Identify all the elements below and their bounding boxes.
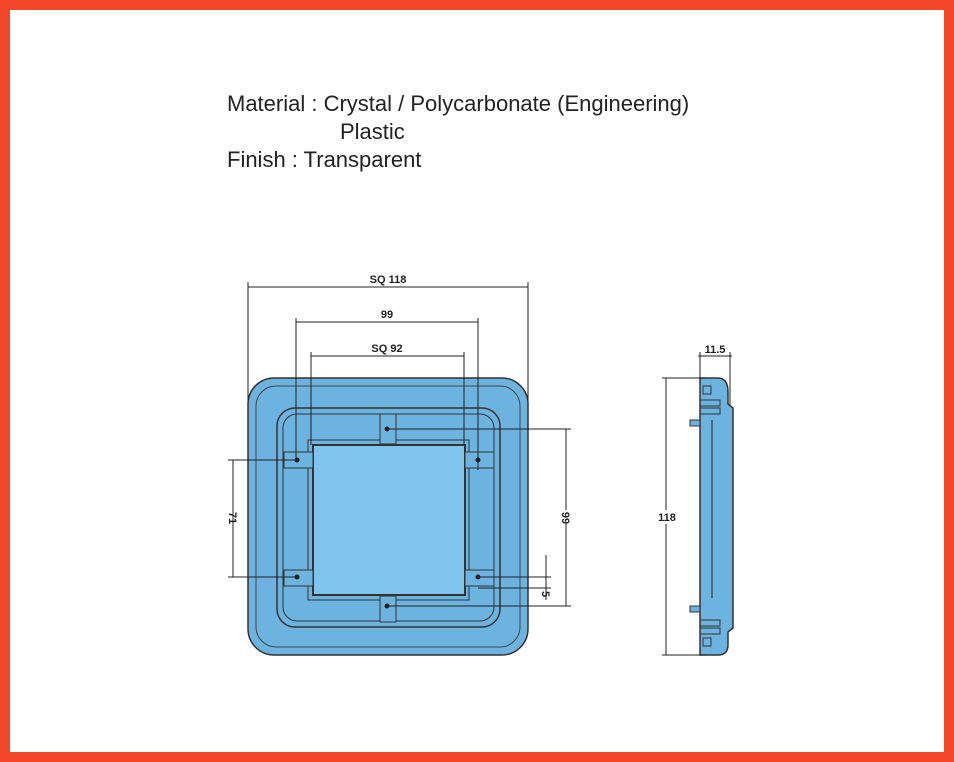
finish-spec: Finish : Transparent — [227, 147, 422, 172]
dim-left-vertical-label: 71 — [226, 512, 238, 524]
side-profile — [699, 377, 734, 656]
dim-hole-span-label: 99 — [381, 309, 393, 321]
dim-outer-label: SQ 118 — [370, 274, 407, 286]
material-spec-continued: Plastic — [340, 119, 405, 144]
window-panel — [312, 444, 466, 596]
material-spec: Material : Crystal / Polycarbonate (Engi… — [227, 91, 690, 116]
side-view: 118 11.5 — [656, 344, 734, 656]
front-view: SQ 118 99 SQ 92 71 99 5 — [226, 274, 576, 656]
dim-right-vertical-label: 99 — [559, 512, 571, 524]
tab-bottom — [379, 595, 397, 623]
dim-inner-label: SQ 92 — [371, 343, 402, 355]
dim-depth-label: 11.5 — [705, 344, 726, 356]
dim-height-label: 118 — [658, 512, 676, 524]
dim-small-label: 5 — [539, 591, 551, 597]
outer-body-edge — [255, 385, 521, 648]
